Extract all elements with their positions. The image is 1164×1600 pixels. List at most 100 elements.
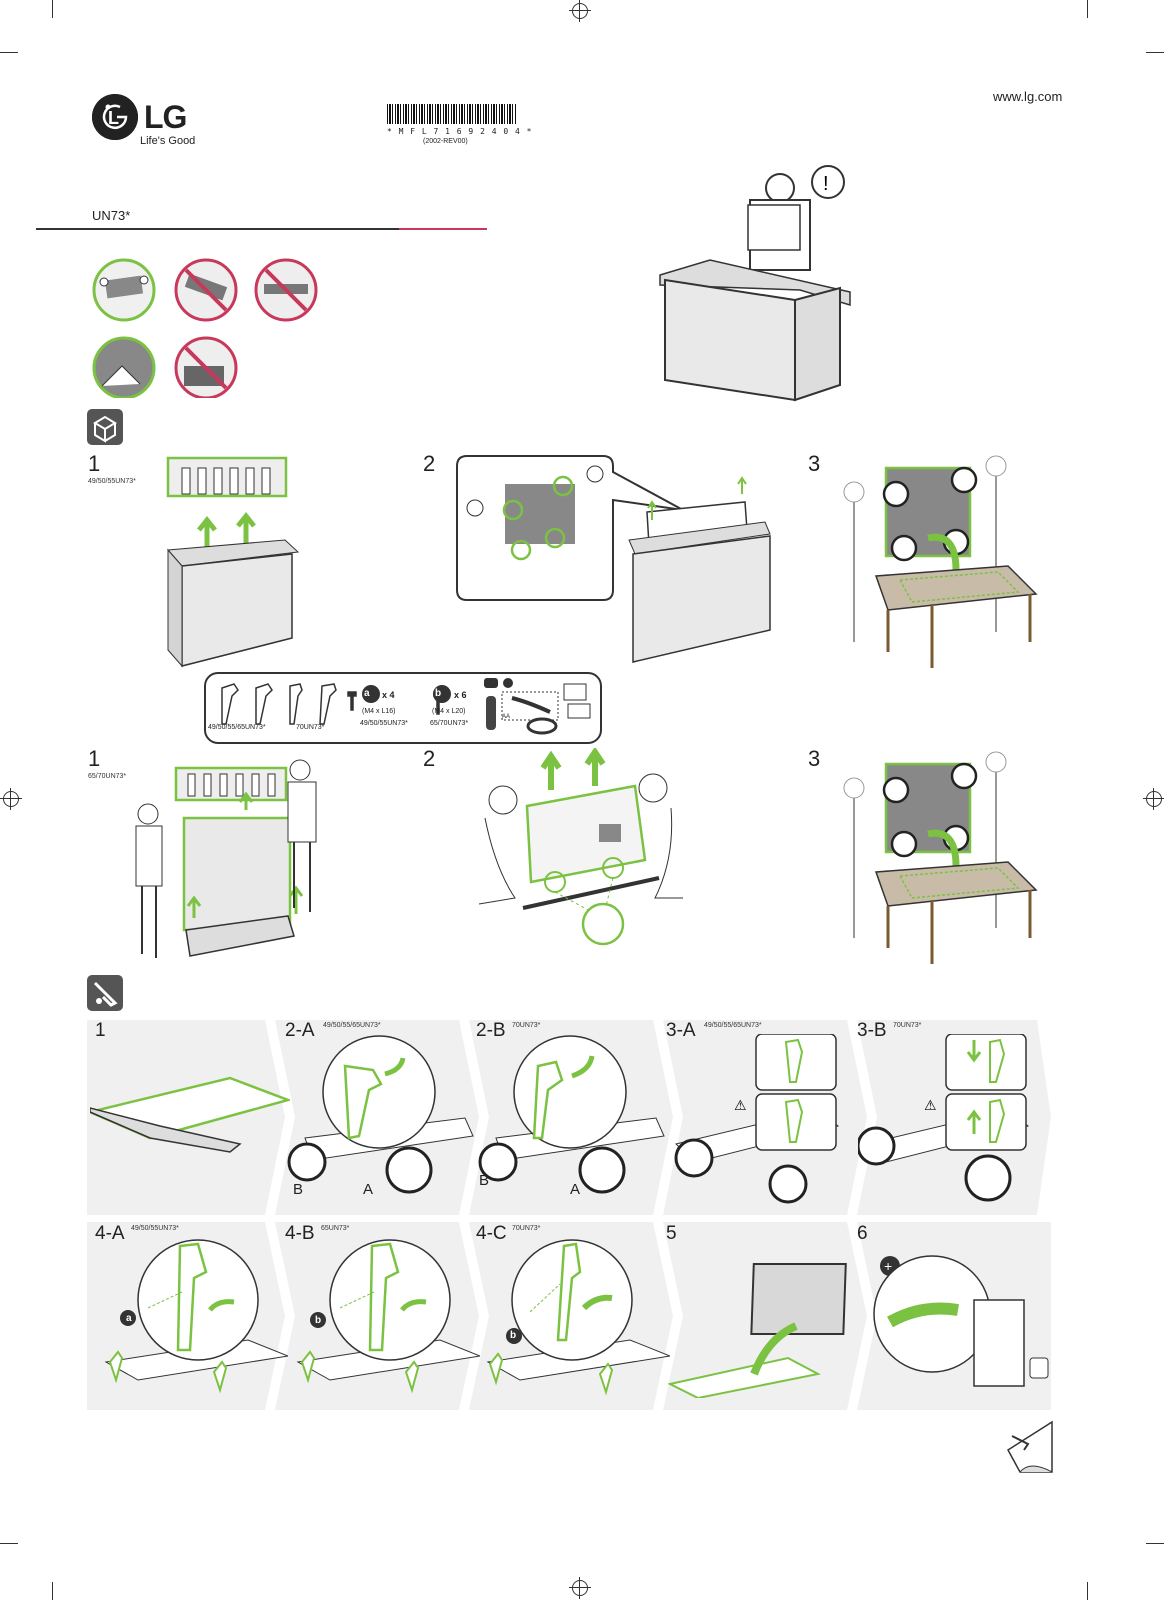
unpack-step-2-number: 2 [423,451,436,476]
assembly-step-4a-models: 49/50/55UN73* [131,1225,179,1232]
remote-icon [486,696,496,730]
unboxing-illustration: ! [659,165,851,402]
assembly-step-4b-number: 4-B [285,1223,315,1244]
assembly-step-4b-models: 65UN73* [321,1225,350,1232]
assembly-step-6-illustration: + [873,1255,1049,1387]
stand-icon [319,683,337,725]
accessories-panel: a x 4 b x 6 (M4 x L16) (M4 x L20) 49/50/… [204,672,602,744]
unpack-step-1-number: 1 [88,451,101,476]
screw-a-models: 49/50/55UN73* [360,720,408,727]
assembly-step-2b-illustration [478,1035,665,1194]
screw-a-label: a [126,1313,132,1324]
lg-logo: L LG [92,94,187,140]
assembly-step-3a-models: 49/50/55/65UN73* [704,1022,762,1029]
assembly-step-4c-models: 70UN73* [512,1225,541,1232]
crop-mark [52,1582,53,1600]
screw-b-models: 65/70UN73* [430,720,469,727]
stand-b-models: 70UN73* [296,724,325,731]
unpack-step-1-illustration [166,456,300,668]
crop-mark [52,0,53,18]
stand-label-b: B [293,1181,304,1198]
assembly-step-4a-illustration [104,1239,288,1394]
warning-triangle-icon: ⚠ [924,1097,937,1113]
warning-icon: ! [823,173,829,195]
assembly-step-2a-models: 49/50/55/65UN73* [323,1022,381,1029]
stand-icon [255,683,273,725]
crop-mark [1087,1582,1088,1600]
screw-b-label: b [510,1330,517,1341]
unpack-step-2b-illustration [478,748,683,946]
accessories-illustration [221,678,591,735]
power-cord-icon [526,717,558,735]
unpack-step-1b-number: 1 [88,746,101,771]
registration-mark-icon [569,1577,591,1599]
assembly-step-4a-number: 4-A [95,1223,125,1244]
registration-mark-icon [1143,788,1164,810]
screw-b-quantity: x 6 [454,690,467,700]
unpack-step-2b-number: 2 [423,746,436,771]
barcode-text: * M F L 7 1 6 9 2 4 0 4 * [387,127,533,136]
revision-code: (2002-REV00) [423,138,468,145]
correct-hold-icon [92,336,156,398]
stand-icon [221,683,239,725]
registration-mark-icon [569,0,591,22]
assembly-step-4c-number: 4-C [476,1223,507,1244]
assembly-step-6-number: 6 [857,1223,868,1244]
unpack-step-3-number: 3 [808,451,821,476]
screw-a-icon [347,691,357,711]
unpack-step-1b-illustration [135,759,317,958]
brand-name: LG [144,98,187,135]
screw-a-quantity: x 4 [382,690,395,700]
power-outlet-icon [1029,1357,1049,1379]
warning-triangle-icon: ⚠ [734,1097,747,1113]
divider [36,228,399,230]
assembly-step-2a-illustration [287,1035,474,1194]
unpack-section-icon [87,409,123,445]
brand-tagline: Life's Good [140,135,196,147]
assembly-section-icon [87,975,123,1011]
screw-b-label: b [315,1315,322,1326]
stand-label-a: A [363,1181,374,1198]
website-link[interactable]: www.lg.com [993,89,1063,104]
assembly-step-2b-models: 70UN73* [512,1022,541,1029]
model-name: UN73* [92,208,131,223]
screw-a-size: (M4 x L16) [362,708,396,715]
assembly-step-3b-illustration: ⚠ [858,1034,1030,1202]
stand-label-b: B [479,1172,490,1189]
crop-mark [1146,52,1164,53]
correct-carry-icon [92,258,156,322]
unpack-step-2-illustration [456,455,771,663]
stand-a-models: 49/50/55/65UN73* [208,724,266,731]
battery-label: AA [502,714,511,720]
incorrect-carry-icon [174,258,238,322]
svg-text:L: L [108,108,119,128]
crop-mark [0,1543,18,1544]
assembly-step-4b-illustration [296,1239,480,1394]
screw-b-letter: b [435,688,442,699]
assembly-step-3b-number: 3-B [857,1020,887,1041]
assembly-step-5-number: 5 [666,1223,677,1244]
assembly-step-1-illustration [90,1076,290,1153]
unpack-step-3-illustration [843,455,1038,668]
crop-mark [0,52,18,53]
registration-mark-icon [0,788,22,810]
unpack-step-1b-models: 65/70UN73* [88,773,127,780]
crop-mark [1087,0,1088,18]
cable-tie-icon [511,696,551,714]
assembly-step-2a-number: 2-A [285,1020,315,1041]
assembly-step-3b-models: 70UN73* [893,1022,922,1029]
unpack-step-3b-illustration [843,751,1038,964]
stand-icon [289,683,303,725]
assembly-step-5-illustration [668,1263,847,1398]
page-turn-icon [1007,1420,1053,1473]
incorrect-flat-carry-icon [254,258,318,322]
barcode [387,104,517,124]
unpack-step-1-models: 49/50/55UN73* [88,478,136,485]
screw-b-size: (M4 x L20) [432,708,466,715]
stand-label-a: A [570,1181,581,1198]
assembly-step-3a-number: 3-A [666,1020,696,1041]
divider-accent [399,228,487,230]
screw-a-letter: a [364,688,370,699]
assembly-step-2b-number: 2-B [476,1020,506,1041]
manual-icon [567,703,591,719]
